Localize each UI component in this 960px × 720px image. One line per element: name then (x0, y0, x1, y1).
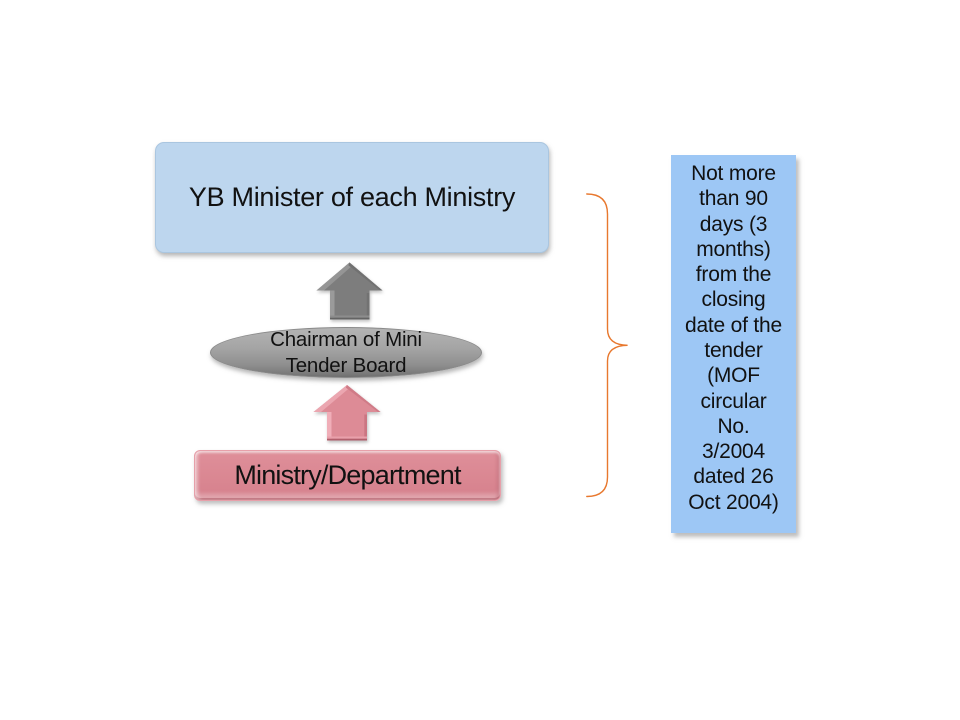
pink-up-arrow[interactable] (313, 385, 381, 441)
ministry-box-label: Ministry/Department (234, 460, 461, 490)
ministry-box[interactable]: Ministry/Department (194, 450, 501, 501)
note-box[interactable]: Not more than 90 days (3 months) from th… (671, 155, 796, 533)
chairman-ellipse-label: Chairman of Mini Tender Board (270, 328, 422, 377)
note-box-label: Not more than 90 days (3 months) from th… (684, 161, 783, 514)
chairman-ellipse[interactable]: Chairman of Mini Tender Board (210, 327, 482, 378)
minister-box[interactable]: YB Minister of each Ministry (155, 142, 549, 253)
curly-brace[interactable] (586, 193, 628, 498)
minister-box-label: YB Minister of each Ministry (188, 182, 516, 212)
gray-up-arrow[interactable] (316, 262, 383, 320)
